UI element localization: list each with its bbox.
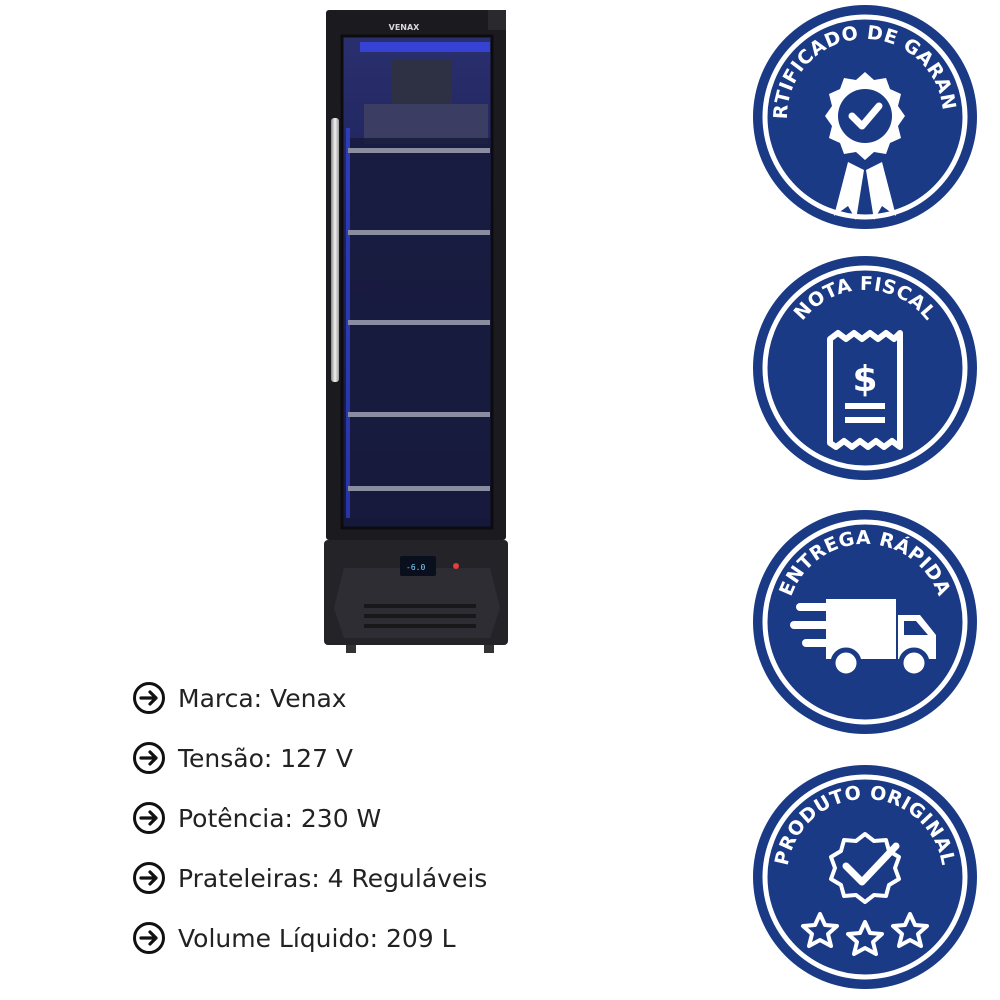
spec-item-shelves: Prateleiras: 4 Reguláveis [132,848,652,908]
arrow-right-circle-icon [133,802,165,834]
receipt-dollar-icon: $ [827,330,903,450]
spec-item-power: Potência: 230 W [132,788,652,848]
badge-warranty: CERTIFICADO DE GARANTIA [750,2,980,232]
spec-text: Potência: 230 W [178,803,382,833]
check-stars-icon [801,832,929,956]
spec-item-brand: Marca: Venax [132,668,652,728]
spec-list: Marca: Venax Tensão: 127 V Potência: 230… [132,668,652,968]
arrow-right-circle-icon [133,922,165,954]
spec-item-volume: Volume Líquido: 209 L [132,908,652,968]
fridge-temperature-display: -6.0 [406,563,425,572]
svg-text:$: $ [852,359,877,400]
spec-text: Volume Líquido: 209 L [178,923,456,953]
fridge-illustration: VENAX -6.0 [324,10,508,653]
spec-text: Prateleiras: 4 Reguláveis [178,863,488,893]
badge-original-product: PRODUTO ORIGINAL [750,762,980,992]
spec-text: Tensão: 127 V [178,743,354,773]
arrow-right-circle-icon [133,742,165,774]
arrow-right-circle-icon [133,862,165,894]
spec-item-voltage: Tensão: 127 V [132,728,652,788]
arrow-right-circle-icon [133,682,165,714]
spec-text: Marca: Venax [178,683,347,713]
product-image-fridge: VENAX -6.0 [320,8,510,658]
badge-fast-delivery: ENTREGA RÁPIDA [750,507,980,737]
ribbon-check-icon [825,72,905,220]
fridge-brand-label: VENAX [389,23,421,32]
delivery-truck-icon [790,599,936,679]
badge-invoice: NOTA FISCAL $ [750,253,980,483]
